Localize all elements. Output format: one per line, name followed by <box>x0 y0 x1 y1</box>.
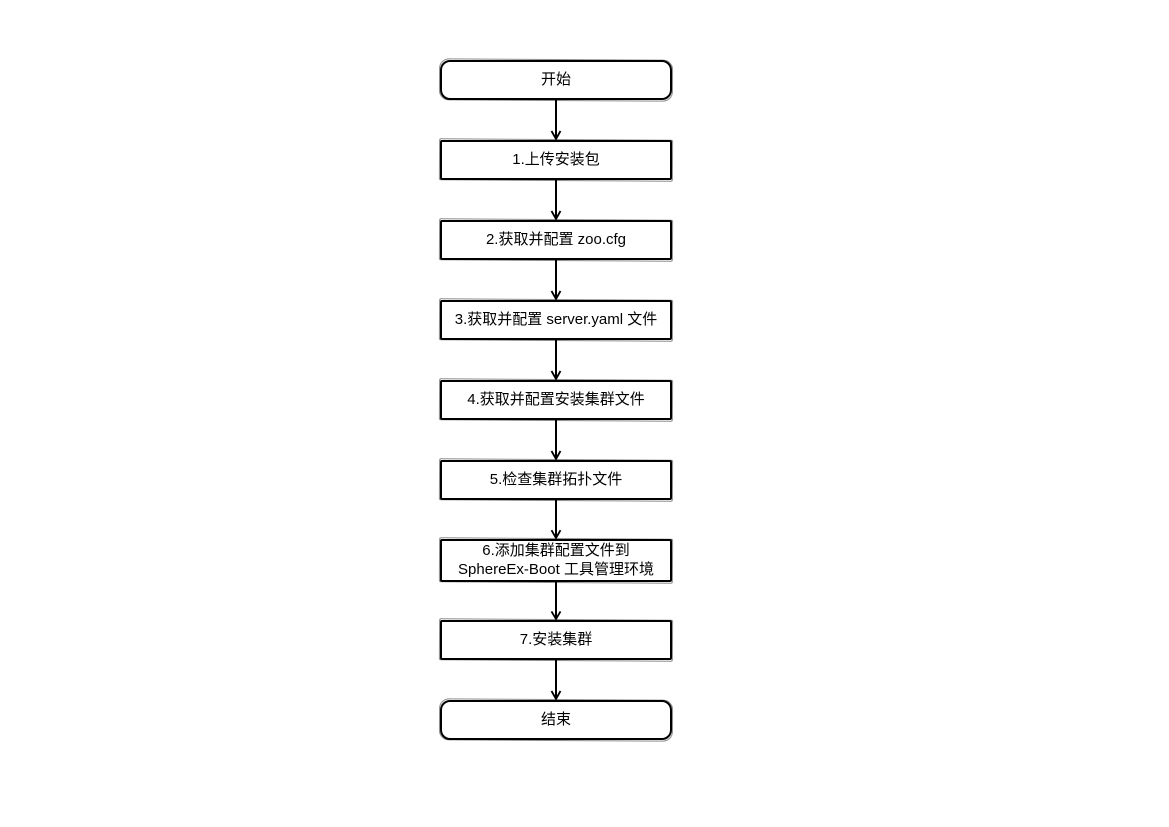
flow-node-step3: 3.获取并配置 server.yaml 文件 <box>440 300 672 340</box>
arrow-down-step3-to-step4 <box>549 340 563 380</box>
flow-node-step2-label: 2.获取并配置 zoo.cfg <box>485 230 627 248</box>
arrow-down-step7-to-end <box>549 660 563 700</box>
flow-node-step7: 7.安装集群 <box>440 620 672 660</box>
flow-node-start-label: 开始 <box>540 70 571 88</box>
flow-node-end: 结束 <box>440 700 672 740</box>
flow-node-step1: 1.上传安装包 <box>440 140 672 180</box>
flow-node-start: 开始 <box>440 60 672 100</box>
flow-node-step3-label: 3.获取并配置 server.yaml 文件 <box>454 310 658 328</box>
flow-node-step1-label: 1.上传安装包 <box>512 150 600 168</box>
flow-node-step4-label: 4.获取并配置安装集群文件 <box>467 390 645 408</box>
flow-node-step4: 4.获取并配置安装集群文件 <box>440 380 672 420</box>
flow-node-step6: 6.添加集群配置文件到 SphereEx-Boot 工具管理环境 <box>440 539 672 582</box>
flow-node-step5-label: 5.检查集群拓扑文件 <box>489 470 623 488</box>
arrow-down-step6-to-step7 <box>549 582 563 620</box>
flow-node-step5: 5.检查集群拓扑文件 <box>440 460 672 500</box>
flow-node-end-label: 结束 <box>540 710 571 728</box>
flow-node-step6-label: 6.添加集群配置文件到 SphereEx-Boot 工具管理环境 <box>458 541 654 578</box>
flow-node-step7-label: 7.安装集群 <box>519 630 593 648</box>
arrow-down-step4-to-step5 <box>549 420 563 460</box>
arrow-down-start-to-step1 <box>549 100 563 140</box>
arrow-down-step5-to-step6 <box>549 500 563 539</box>
flow-node-step2: 2.获取并配置 zoo.cfg <box>440 220 672 260</box>
arrow-down-step2-to-step3 <box>549 260 563 300</box>
arrow-down-step1-to-step2 <box>549 180 563 220</box>
